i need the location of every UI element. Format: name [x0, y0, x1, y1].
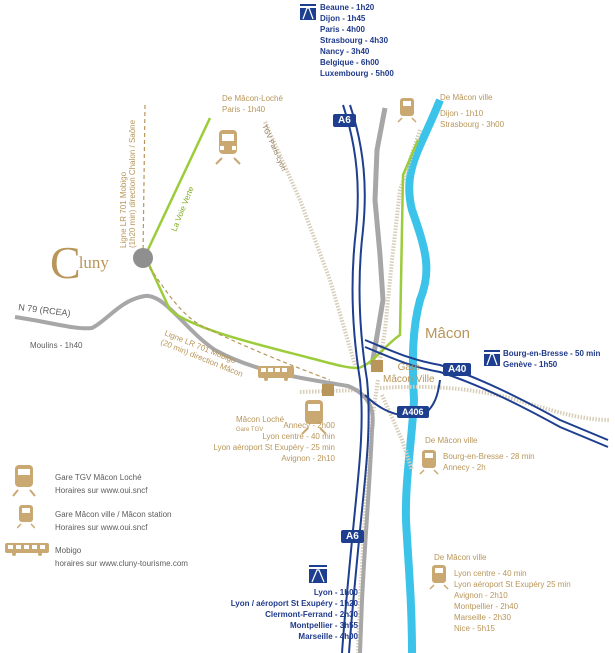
- destination: Lyon - 1h00: [313, 588, 358, 597]
- destination: Montpellier - 2h40: [454, 602, 519, 611]
- legend-train-text: Gare Mâcon ville / Mâcon station Horaire…: [55, 509, 172, 535]
- destination: Annecy - 2h: [443, 463, 486, 472]
- moulins-label: Moulins - 1h40: [30, 341, 83, 350]
- train-icon: [397, 98, 417, 123]
- town-macon: Mâcon: [425, 325, 471, 342]
- rail-southeast: [380, 394, 414, 471]
- destination: Bourg-en-Bresse - 50 min: [503, 349, 601, 358]
- highway-icon: [300, 4, 316, 20]
- legend-tgv-text: Gare TGV Mâcon Loché Horaires sur www.ou…: [55, 472, 147, 498]
- destination: Montpellier - 3h55: [289, 621, 358, 630]
- cluny-marker: [133, 248, 153, 268]
- destination: Annecy - 2h00: [283, 421, 335, 430]
- destination: Lyon centre - 40 min: [454, 569, 527, 578]
- destination: Paris - 1h40: [222, 105, 266, 114]
- tgv-line-label: TGV Paris-Lyon: [260, 124, 287, 172]
- highway-a6-badge-south: A6: [341, 530, 364, 543]
- highway-a40-badge: A40: [443, 363, 472, 376]
- legend-tgv-url: Horaires sur www.oui.sncf: [55, 486, 148, 495]
- block-title: De Mâcon-Loché: [222, 94, 283, 103]
- ville-dijon-block: De Mâcon ville Dijon - 1h10 Strasbourg -…: [440, 92, 504, 130]
- river-saone: [401, 98, 444, 653]
- destination: Belgique - 6h00: [320, 58, 380, 67]
- destination: Dijon - 1h10: [440, 109, 484, 118]
- loche-paris-block: De Mâcon-Loché Paris - 1h40: [222, 93, 283, 115]
- destination: Paris - 4h00: [320, 25, 365, 34]
- legend-train-title: Gare Mâcon ville / Mâcon station: [55, 510, 172, 519]
- legend-tgv-title: Gare TGV Mâcon Loché: [55, 473, 142, 482]
- bus-icon: [5, 543, 49, 556]
- east-highway-destinations: Bourg-en-Bresse - 50 min Genève - 1h50: [503, 348, 600, 370]
- voie-verte: [143, 117, 420, 370]
- tgv-train-icon: [215, 130, 241, 165]
- destination: Dijon - 1h45: [320, 14, 366, 23]
- ville-bourg-block: De Mâcon ville Bourg-en-Bresse - 28 min …: [425, 435, 535, 473]
- highway-a6-badge: A6: [333, 114, 356, 127]
- road-n79-label: N 79 (RCEA): [18, 302, 71, 318]
- town-cluny: Cluny: [50, 240, 109, 286]
- train-icon: [419, 450, 439, 475]
- gare-macon-ville-label-line-1: Gare: [397, 362, 420, 373]
- gare-loche-marker: [322, 384, 334, 396]
- highway-a6: [341, 104, 363, 653]
- destination: Clermont-Ferrand - 2h30: [265, 610, 358, 619]
- loche-south-destinations: Annecy - 2h00 Lyon centre - 40 min Lyon …: [205, 420, 335, 464]
- destination: Avignon - 2h10: [454, 591, 508, 600]
- destination: Strasbourg - 4h30: [320, 36, 389, 45]
- train-icon: [429, 565, 449, 590]
- road-gray-north: [369, 107, 388, 366]
- destination: Lyon / aéroport St Exupéry - 1h20: [230, 599, 358, 608]
- block-title: De Mâcon ville: [440, 93, 493, 102]
- train-icon: [17, 505, 35, 529]
- destination: Lyon aéroport St Exupéry 25 min: [454, 580, 571, 589]
- bus-route-south: [144, 261, 331, 381]
- rail-tgv: [263, 121, 357, 366]
- legend-bus-text: Mobigo horaires sur www.cluny-tourisme.c…: [55, 545, 188, 571]
- destination: Strasbourg - 3h00: [440, 120, 505, 129]
- block-title: De Mâcon ville: [425, 436, 478, 445]
- legend: Gare TGV Mâcon Loché Horaires sur www.ou…: [5, 465, 245, 575]
- south-highway-destinations: Lyon - 1h00 Lyon / aéroport St Exupéry -…: [188, 587, 358, 642]
- destination: Marseille - 4h00: [298, 632, 358, 641]
- lr701-north-label-2: (1h20 min) direction Chalon / Saône: [128, 119, 137, 248]
- destination: Lyon centre - 40 min: [262, 432, 335, 441]
- destination: Nancy - 3h40: [320, 47, 370, 56]
- legend-bus-url: horaires sur www.cluny-tourisme.com: [55, 559, 188, 568]
- highway-a6-parallel: [348, 104, 370, 653]
- gare-macon-ville-label: Gare Mâcon Ville: [383, 362, 435, 386]
- destination: Beaune - 1h20: [320, 3, 375, 12]
- destination: Bourg-en-Bresse - 28 min: [443, 452, 535, 461]
- highway-a406-badge: A406: [397, 406, 429, 418]
- rail-east: [379, 384, 611, 422]
- bus-icon: [258, 366, 294, 381]
- town-cluny-rest: luny: [78, 253, 109, 272]
- loche-tgv-label-line-1: Mâcon Loché: [236, 415, 285, 424]
- loche-tgv-label: Mâcon Loché Gare TGV: [236, 414, 284, 436]
- rail-north: [376, 129, 422, 373]
- ville-south-block: De Mâcon ville Lyon centre - 40 min Lyon…: [434, 552, 571, 634]
- destination: Lyon aéroport St Exupéry - 25 min: [213, 443, 335, 452]
- destination: Luxembourg - 5h00: [320, 69, 394, 78]
- destination: Nice - 5h15: [454, 624, 495, 633]
- loche-tgv-label-line-2: Gare TGV: [236, 427, 264, 433]
- town-cluny-initial: C: [50, 237, 81, 288]
- road-n79: [14, 294, 375, 653]
- bus-route-north: [142, 104, 146, 257]
- tgv-train-icon: [301, 400, 327, 435]
- legend-bus-title: Mobigo: [55, 546, 82, 555]
- highway-icon: [484, 350, 500, 366]
- destination: Genève - 1h50: [503, 360, 558, 369]
- destination: Marseille - 2h30: [454, 613, 511, 622]
- highway-icon: [309, 565, 327, 583]
- tgv-train-icon: [12, 465, 36, 497]
- voie-verte-label: La Voie Verte: [170, 185, 196, 233]
- block-title: De Mâcon ville: [434, 553, 487, 562]
- gare-macon-ville-label-line-2: Mâcon Ville: [383, 374, 435, 385]
- lr701-north-label-1: Ligne LR 701 Mobigo: [119, 171, 128, 248]
- legend-train-url: Horaires sur www.oui.sncf: [55, 523, 148, 532]
- north-highway-destinations: Beaune - 1h20 Dijon - 1h45 Paris - 4h00 …: [320, 2, 394, 79]
- destination: Avignon - 2h10: [281, 454, 335, 463]
- gare-ville-marker: [371, 360, 383, 372]
